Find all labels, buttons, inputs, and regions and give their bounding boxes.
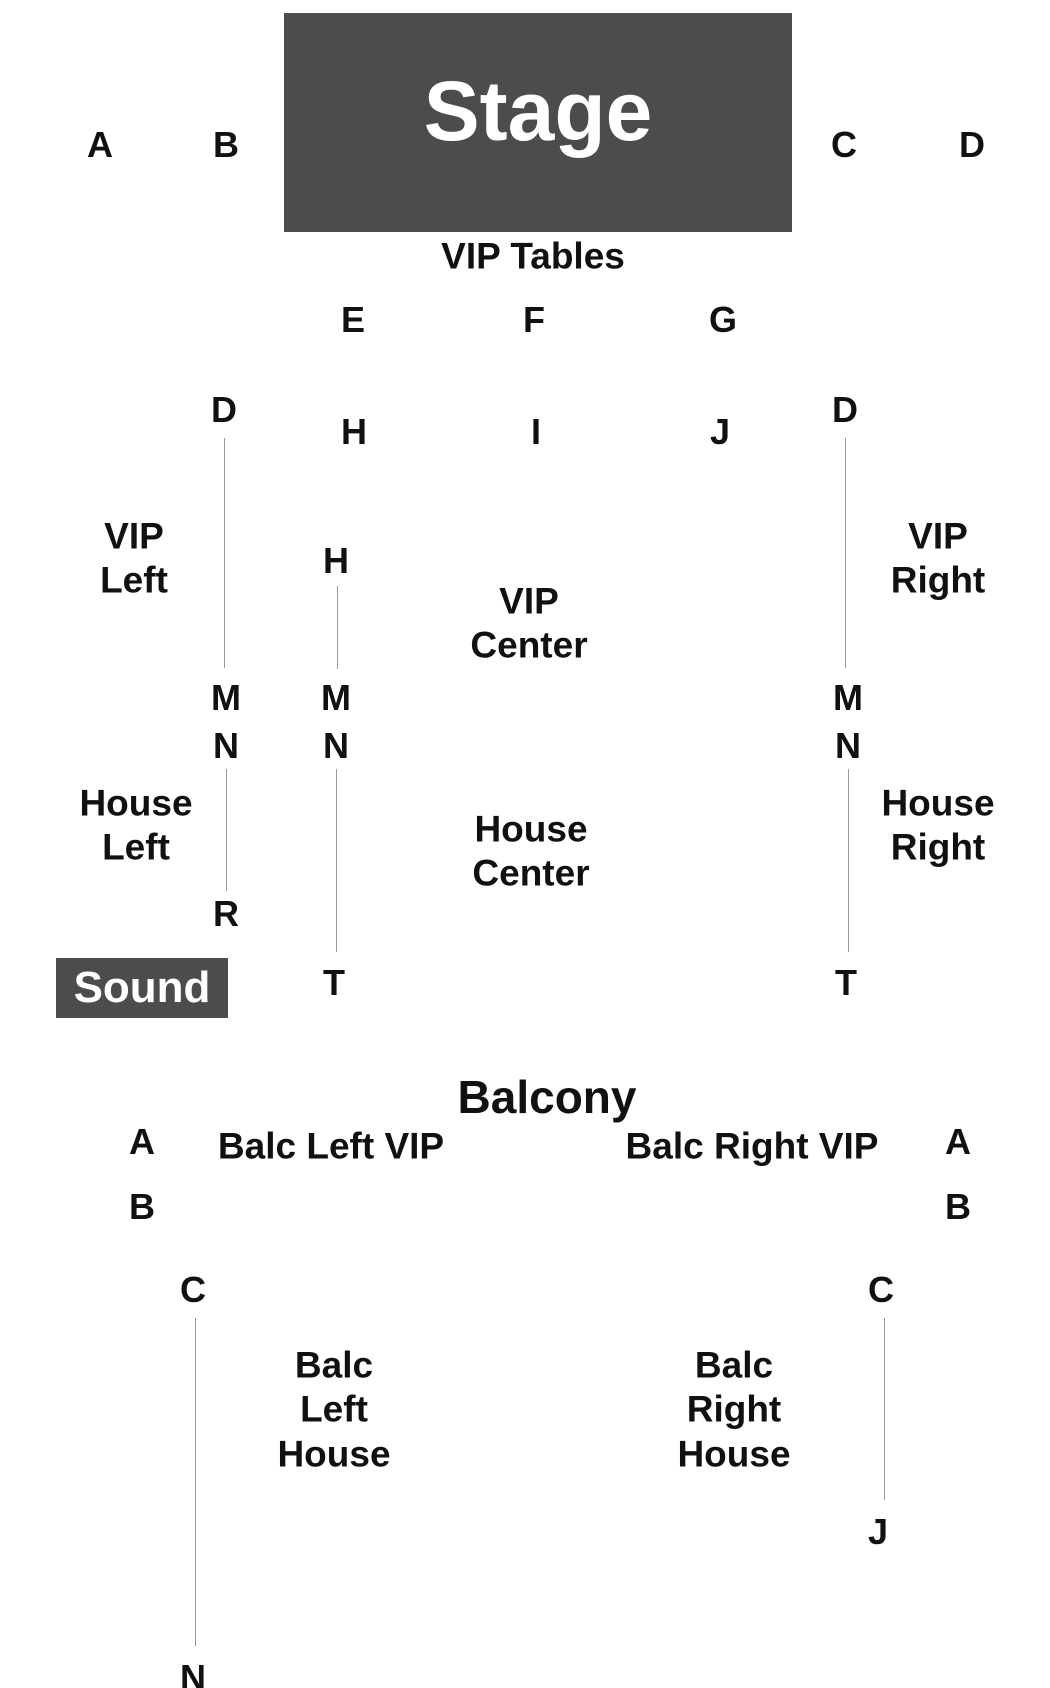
stage-label: Stage bbox=[423, 64, 653, 158]
stage-row-b: B bbox=[213, 124, 239, 165]
house-right-row-end: T bbox=[835, 962, 857, 1003]
house-left-row-start: N bbox=[213, 725, 239, 766]
house-center-row-start: N bbox=[323, 725, 349, 766]
balc-right-vip-label: Balc Right VIP bbox=[625, 1125, 879, 1167]
sound-booth: Sound bbox=[56, 958, 228, 1018]
stage: Stage bbox=[284, 13, 792, 232]
balc-left-house-label: Balc Left House bbox=[277, 1344, 391, 1475]
vip-right-row-end: M bbox=[833, 677, 863, 718]
balc-left-vip-row-b: B bbox=[129, 1186, 155, 1227]
vip-table-j: J bbox=[709, 411, 731, 452]
vip-table-f: F bbox=[523, 299, 545, 340]
vip-left-row-end: M bbox=[211, 677, 241, 718]
balc-left-house-row-start: C bbox=[180, 1269, 206, 1310]
house-center-row-end: T bbox=[323, 962, 345, 1003]
stage-row-d: D bbox=[959, 124, 985, 165]
vip-tables-title: VIP Tables bbox=[441, 235, 625, 277]
balc-left-vip-label: Balc Left VIP bbox=[217, 1125, 445, 1167]
vip-left-row-start: D bbox=[211, 389, 237, 430]
vip-center-label: VIP Center bbox=[470, 580, 588, 666]
vip-right-row-line bbox=[845, 438, 846, 668]
house-left-row-line bbox=[226, 769, 227, 891]
vip-center-row-line bbox=[337, 586, 338, 669]
balc-right-vip-row-a: A bbox=[945, 1121, 971, 1162]
house-right-row-start: N bbox=[835, 725, 861, 766]
vip-table-h: H bbox=[341, 411, 367, 452]
vip-table-e: E bbox=[340, 299, 366, 340]
balc-right-house-row-start: C bbox=[868, 1269, 894, 1310]
house-center-row-line bbox=[336, 769, 337, 952]
balc-left-vip-row-a: A bbox=[129, 1121, 155, 1162]
vip-table-i: I bbox=[530, 411, 542, 452]
balc-right-house-row-end: J bbox=[867, 1511, 889, 1552]
balc-right-house-row-line bbox=[884, 1318, 885, 1500]
vip-center-row-start: H bbox=[323, 540, 349, 581]
house-left-label: House Left bbox=[79, 782, 193, 868]
stage-row-a: A bbox=[87, 124, 113, 165]
vip-table-g: G bbox=[708, 299, 738, 340]
balcony-title: Balcony bbox=[457, 1071, 637, 1123]
vip-center-row-end: M bbox=[321, 677, 351, 718]
vip-right-label: VIP Right bbox=[890, 515, 986, 601]
balc-right-house-label: Balc Right House bbox=[677, 1344, 791, 1475]
house-right-row-line bbox=[848, 769, 849, 952]
house-left-row-end: R bbox=[213, 893, 239, 934]
balc-right-vip-row-b: B bbox=[945, 1186, 971, 1227]
vip-left-label: VIP Left bbox=[100, 515, 168, 601]
house-center-label: House Center bbox=[472, 808, 590, 894]
balc-left-house-row-line bbox=[195, 1318, 196, 1646]
balc-left-house-row-end: N bbox=[180, 1657, 206, 1688]
house-right-label: House Right bbox=[881, 782, 995, 868]
vip-left-row-line bbox=[224, 438, 225, 668]
vip-right-row-start: D bbox=[832, 389, 858, 430]
stage-row-c: C bbox=[831, 124, 857, 165]
